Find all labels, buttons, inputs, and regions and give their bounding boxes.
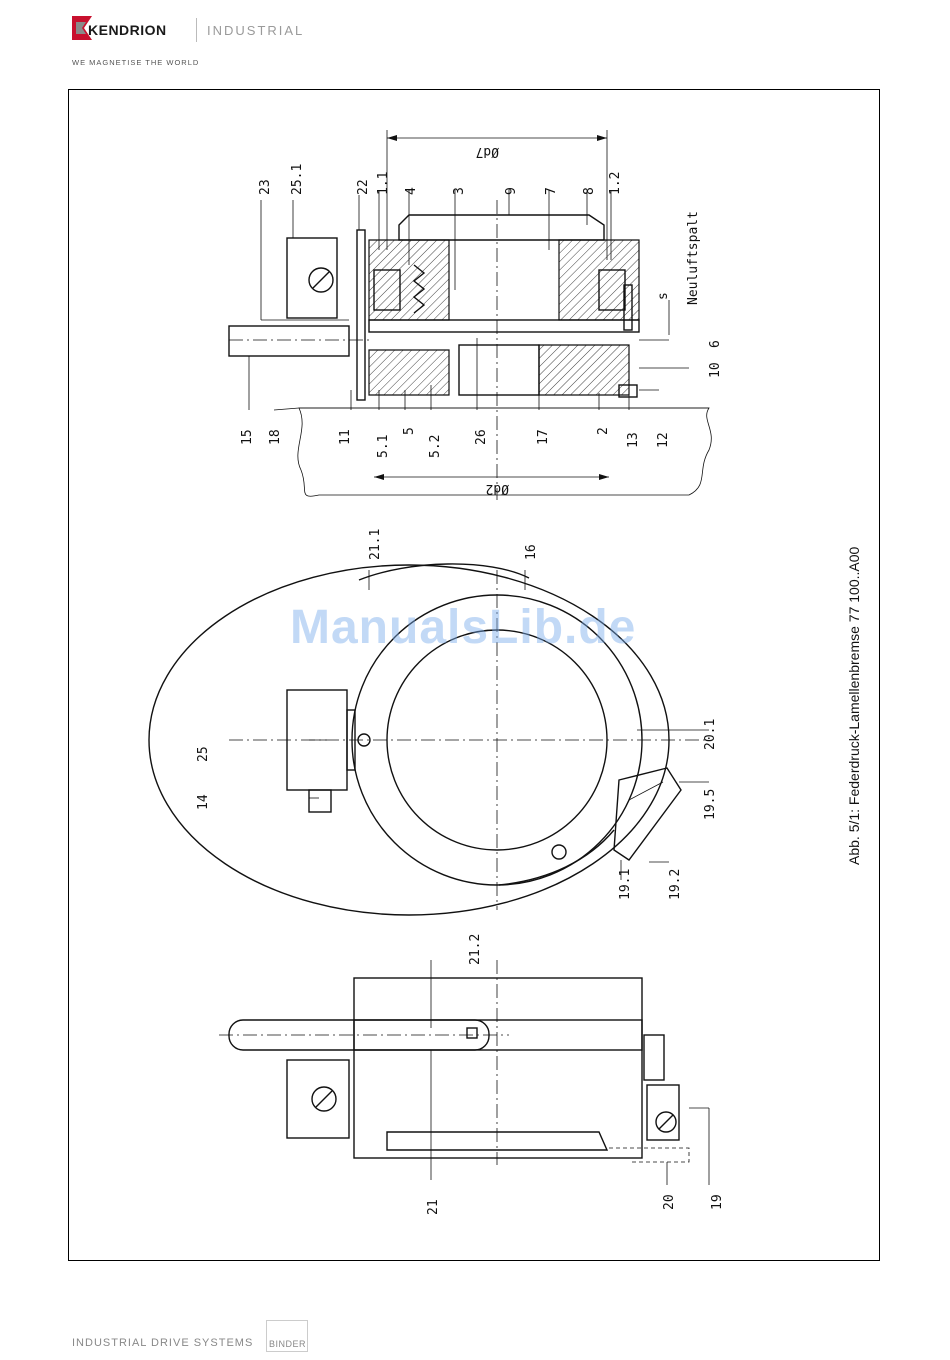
label-6: 6	[708, 340, 723, 348]
figure-caption: Abb. 5/1: Federdruck-Lamellenbremse 77 1…	[846, 546, 862, 865]
label-20-1: 20.1	[703, 719, 718, 750]
label-2: 2	[596, 427, 611, 435]
label-15: 15	[240, 429, 255, 445]
label-19-5: 19.5	[703, 789, 718, 820]
label-3: 3	[452, 187, 467, 195]
label-22: 22	[356, 179, 371, 195]
label-d7: Ød7	[476, 144, 499, 159]
drawing-frame: 23 25.1 22 1.1 4 3 9 7 8 1.2 Ød7 Neuluft…	[68, 89, 880, 1261]
label-7: 7	[544, 187, 559, 195]
label-20: 20	[662, 1194, 677, 1210]
label-d2: Ød2	[486, 481, 509, 496]
label-5: 5	[402, 427, 417, 435]
brand-name: KENDRION	[88, 22, 167, 38]
label-21-2: 21.2	[468, 934, 483, 965]
section-view: 23 25.1 22 1.1 4 3 9 7 8 1.2 Ød7 Neuluft…	[229, 130, 723, 500]
label-19-1: 19.1	[618, 869, 633, 900]
label-21-1: 21.1	[368, 529, 383, 560]
brand-tagline: WE MAGNETISE THE WORLD	[72, 58, 199, 67]
label-23: 23	[258, 179, 273, 195]
label-5-2: 5.2	[428, 435, 443, 458]
binder-label: BINDER	[269, 1339, 306, 1349]
label-4: 4	[404, 187, 419, 195]
front-view: 21.1 16 25 14 20.1 19.5 19.2 19.1	[149, 529, 718, 915]
label-21: 21	[426, 1199, 441, 1215]
header-divider	[196, 18, 197, 42]
watermark: ManualsLib.de	[290, 600, 636, 655]
label-18: 18	[268, 429, 283, 445]
label-1-2: 1.2	[608, 172, 623, 195]
label-13: 13	[626, 432, 641, 448]
label-16: 16	[524, 544, 539, 560]
label-neuluftspalt: Neuluftspalt	[686, 211, 701, 305]
footer-division: INDUSTRIAL DRIVE SYSTEMS	[72, 1337, 253, 1349]
label-10: 10	[708, 362, 723, 378]
label-19: 19	[710, 1194, 725, 1210]
label-25-1: 25.1	[290, 164, 305, 195]
side-view: 21.2 21 20 19	[219, 934, 725, 1215]
label-5-1: 5.1	[376, 435, 391, 458]
label-25: 25	[196, 746, 211, 762]
label-19-2: 19.2	[668, 869, 683, 900]
label-11: 11	[338, 429, 353, 445]
label-9: 9	[504, 187, 519, 195]
label-14: 14	[196, 794, 211, 810]
label-17: 17	[536, 429, 551, 445]
label-12: 12	[656, 432, 671, 448]
label-26: 26	[474, 429, 489, 445]
label-1-1: 1.1	[376, 172, 391, 195]
technical-drawing: 23 25.1 22 1.1 4 3 9 7 8 1.2 Ød7 Neuluft…	[69, 90, 881, 1262]
label-8: 8	[582, 187, 597, 195]
brand-division: INDUSTRIAL	[207, 23, 304, 38]
binder-logo: BINDER	[266, 1320, 308, 1352]
label-s: s	[656, 292, 671, 300]
